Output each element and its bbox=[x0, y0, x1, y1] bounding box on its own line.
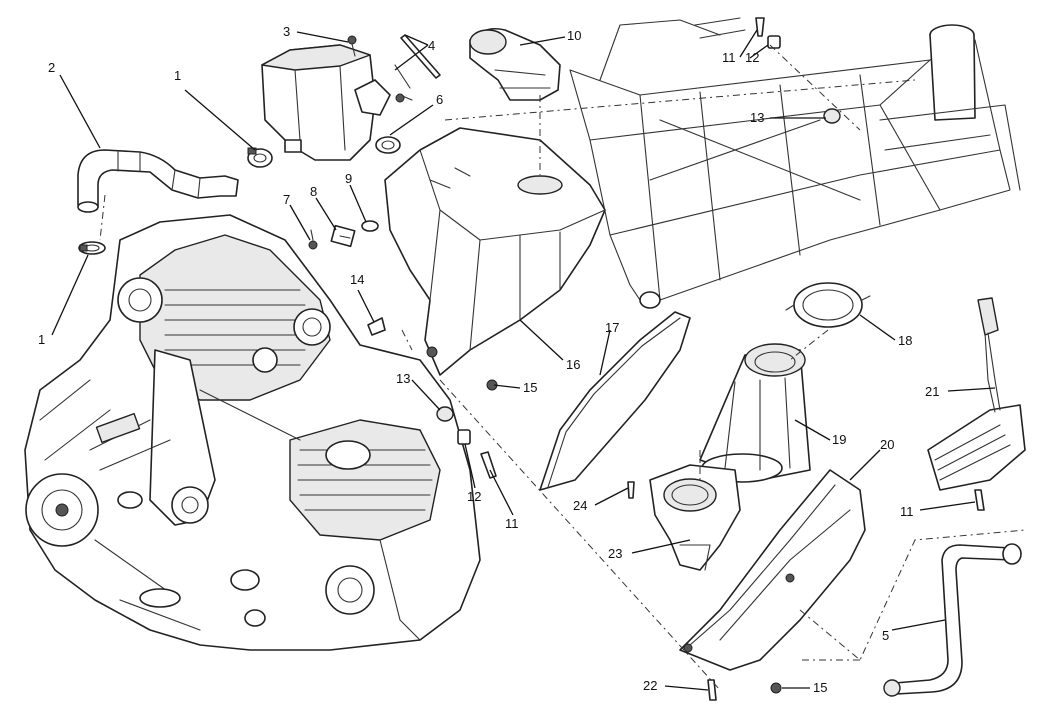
part-11-screw-right bbox=[974, 489, 985, 511]
callout-11-right: 11 bbox=[900, 504, 914, 519]
part-22-screw bbox=[707, 679, 717, 701]
part-18-filter-ring bbox=[785, 282, 871, 328]
callout-8: 8 bbox=[310, 184, 317, 199]
callout-21: 21 bbox=[925, 384, 939, 399]
part-3-screw bbox=[347, 35, 357, 57]
breather-tank bbox=[261, 44, 391, 161]
callout-10: 10 bbox=[567, 28, 581, 43]
callout-4: 4 bbox=[428, 38, 435, 53]
part-14-screw bbox=[367, 317, 386, 336]
callout-16: 16 bbox=[566, 357, 580, 372]
part-4-bracket bbox=[394, 34, 441, 103]
part-21-voltage-regulator bbox=[927, 297, 1026, 491]
part-13-grommet-upper bbox=[823, 108, 841, 124]
part-5-breather-pipe bbox=[883, 543, 1022, 697]
part-1-clamp-lower bbox=[78, 241, 106, 255]
callout-1-lower: 1 bbox=[38, 332, 45, 347]
callout-labels: 1 1 2 3 4 5 6 7 8 9 10 11 11 11 12 12 13… bbox=[38, 24, 939, 695]
callout-11-bottom: 11 bbox=[505, 516, 519, 531]
part-23-filter-holder bbox=[649, 464, 741, 571]
callout-5: 5 bbox=[882, 628, 889, 643]
part-15-screw-lower bbox=[770, 682, 782, 694]
frame-assembly bbox=[569, 17, 1021, 309]
callout-15-lower: 15 bbox=[813, 680, 827, 695]
callout-12-bottom: 12 bbox=[467, 489, 481, 504]
callout-2: 2 bbox=[48, 60, 55, 75]
reference-lines bbox=[99, 44, 1026, 691]
callout-12-top: 12 bbox=[745, 50, 759, 65]
part-9-seal bbox=[361, 220, 379, 232]
part-11-screw-upper bbox=[755, 17, 765, 37]
part-11-screw-lower bbox=[480, 451, 497, 479]
callout-19: 19 bbox=[832, 432, 846, 447]
callout-11-top: 11 bbox=[722, 50, 736, 65]
callout-13-bottom: 13 bbox=[396, 371, 410, 386]
part-16-airbox bbox=[384, 127, 606, 376]
part-7-screw bbox=[308, 229, 318, 250]
part-8-sensor bbox=[330, 224, 356, 248]
callout-23: 23 bbox=[608, 546, 622, 561]
callout-13-top: 13 bbox=[750, 110, 764, 125]
part-10-intake-duct bbox=[469, 27, 561, 101]
callout-20: 20 bbox=[880, 437, 894, 452]
part-1-clamp-upper bbox=[247, 147, 273, 168]
callout-18: 18 bbox=[898, 333, 912, 348]
callout-14: 14 bbox=[350, 272, 364, 287]
callout-3: 3 bbox=[283, 24, 290, 39]
part-19-air-filter bbox=[699, 343, 811, 483]
callout-1-upper: 1 bbox=[174, 68, 181, 83]
callout-17: 17 bbox=[605, 320, 619, 335]
callout-9: 9 bbox=[345, 171, 352, 186]
part-13-grommet-lower bbox=[436, 406, 454, 422]
callout-22: 22 bbox=[643, 678, 657, 693]
callout-15-upper: 15 bbox=[523, 380, 537, 395]
part-17-gasket bbox=[539, 311, 691, 491]
part-12-spacer-upper bbox=[767, 35, 781, 49]
callout-6: 6 bbox=[436, 92, 443, 107]
callout-24: 24 bbox=[573, 498, 587, 513]
callout-7: 7 bbox=[283, 192, 290, 207]
part-24-screw bbox=[627, 481, 635, 499]
part-6-o-ring bbox=[375, 136, 401, 154]
engine-assembly bbox=[24, 214, 481, 651]
part-12-spacer-lower bbox=[457, 429, 471, 445]
part-20-airbox-cover bbox=[679, 469, 866, 671]
part-2-breather-hose bbox=[77, 149, 239, 213]
leader-lines bbox=[51, 29, 996, 691]
